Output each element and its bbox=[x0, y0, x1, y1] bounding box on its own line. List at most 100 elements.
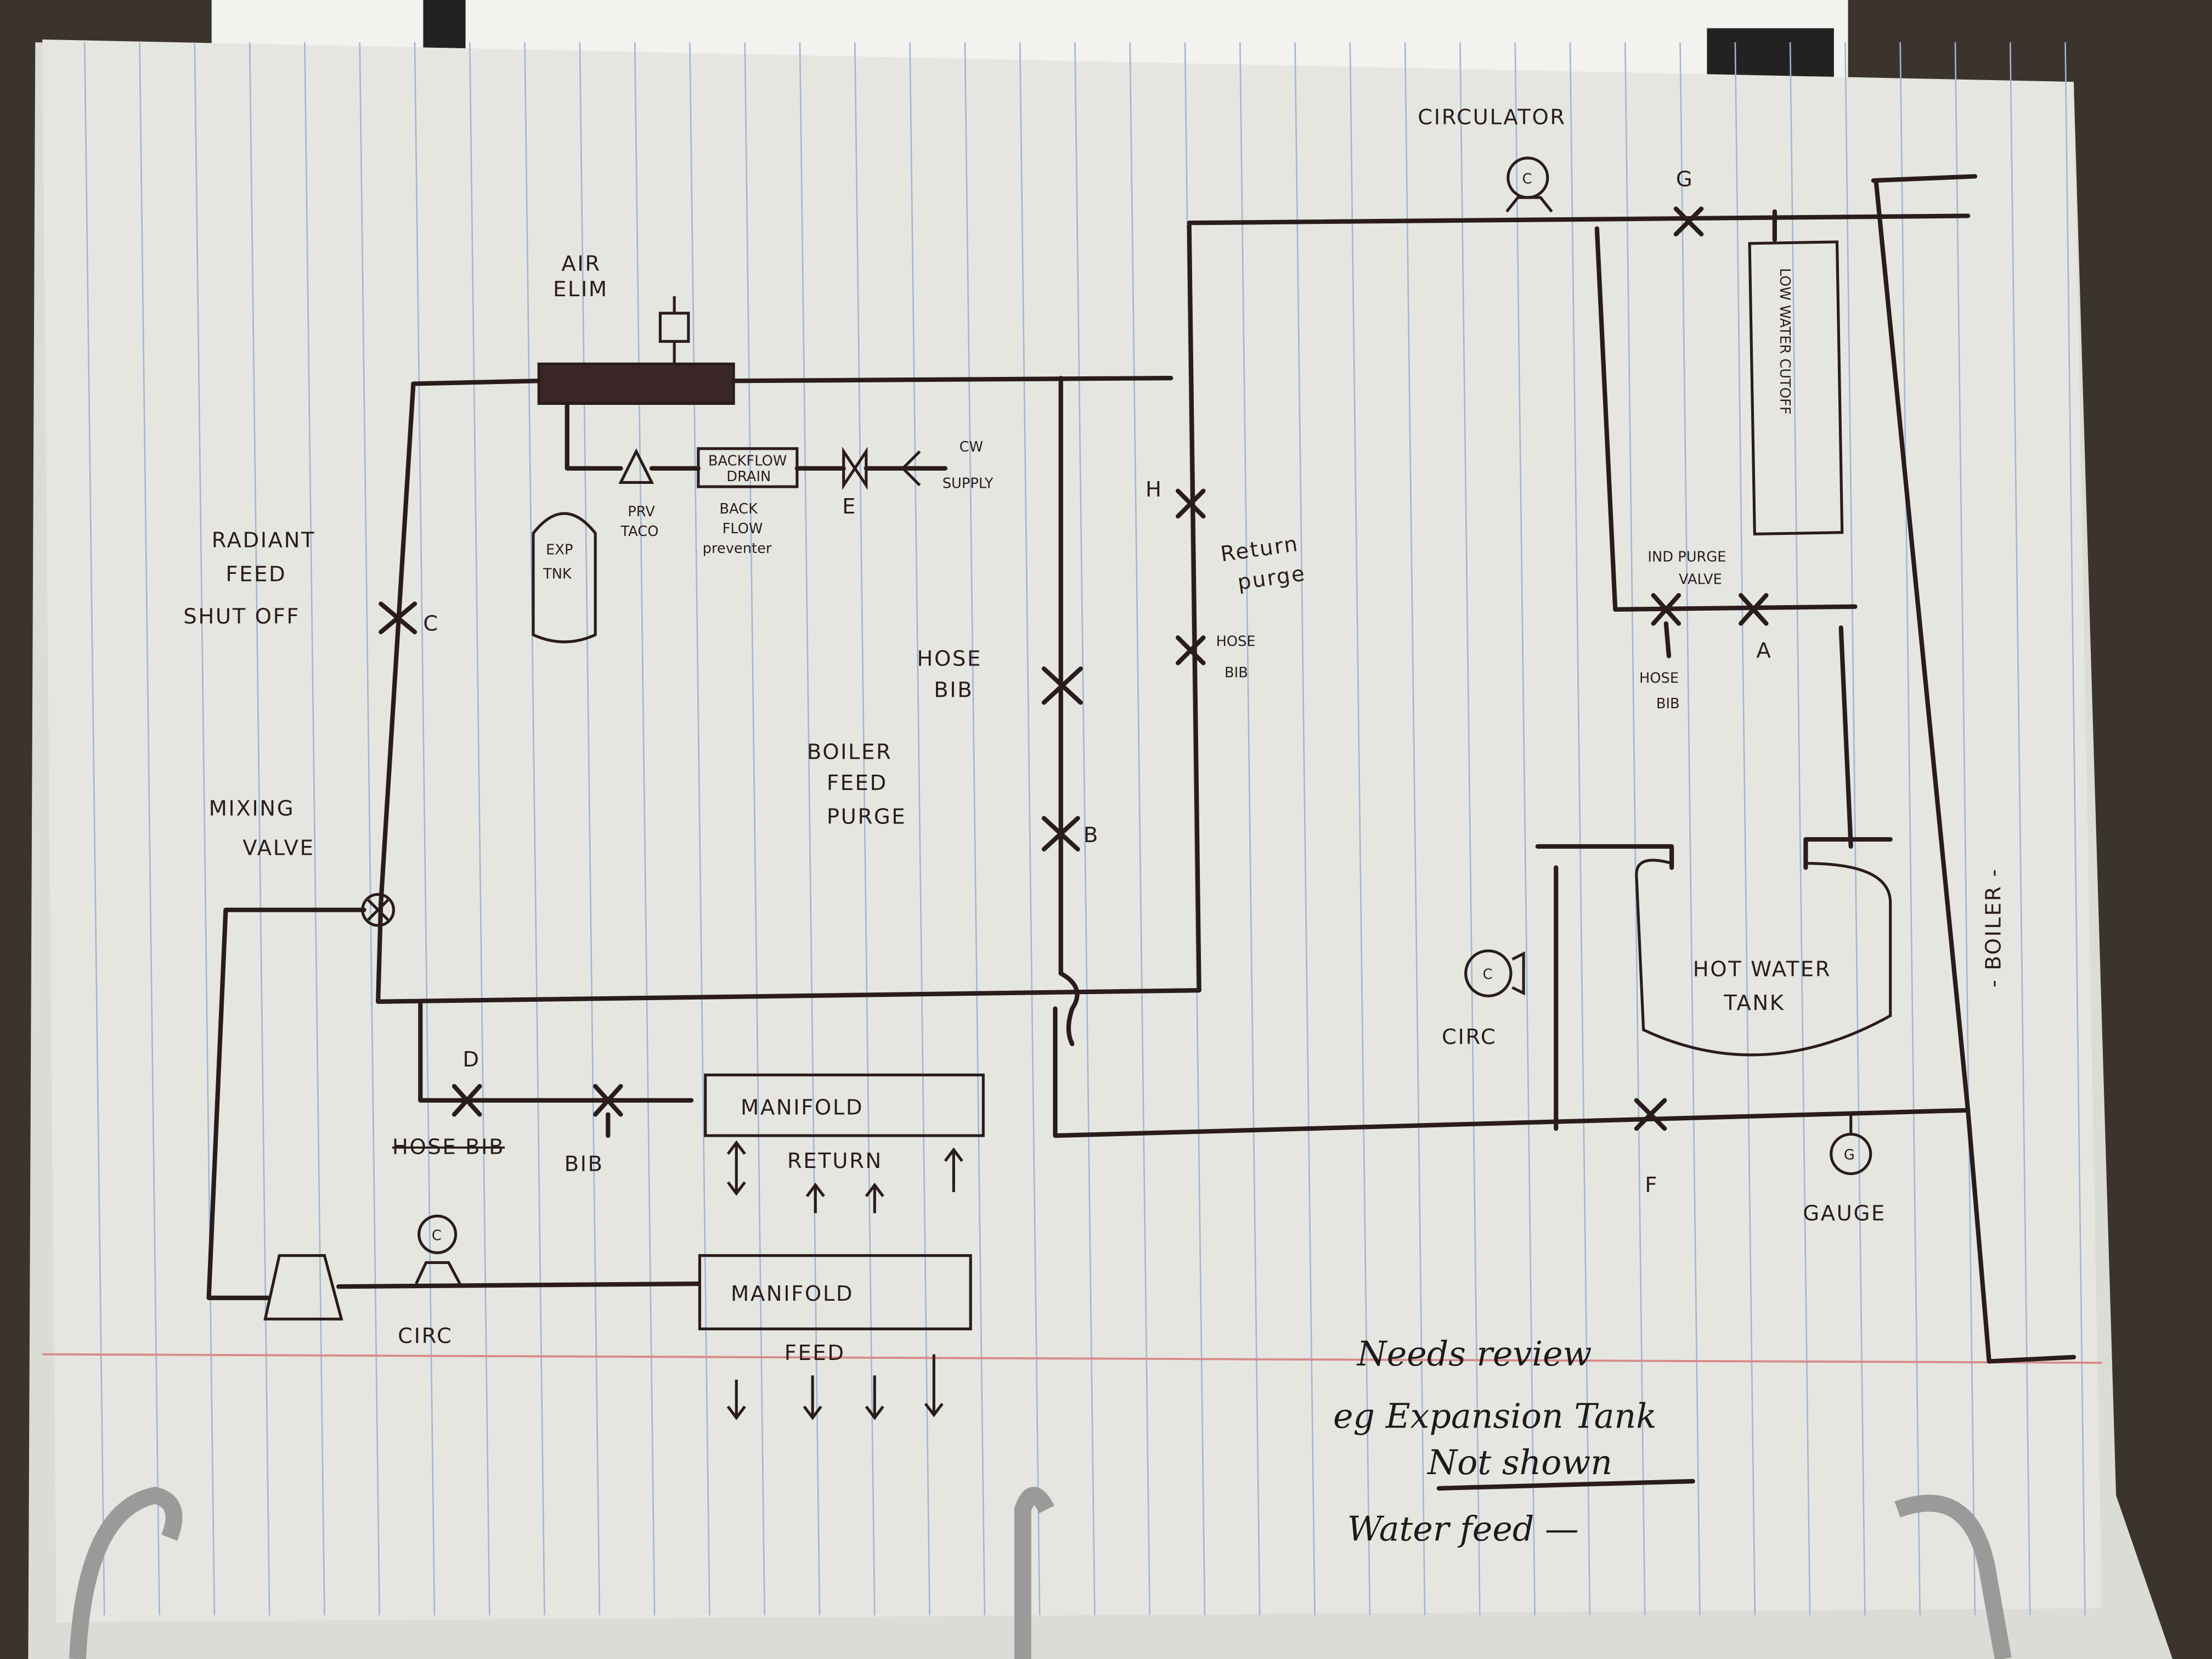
hose-bib-crossed-label: HOSE BIB bbox=[392, 1135, 505, 1159]
paper-rule-line bbox=[1844, 42, 1866, 1616]
boiler-outline bbox=[1871, 174, 2076, 1364]
backflow-drain-label-2: DRAIN bbox=[726, 469, 771, 485]
hose-bib-left-label-2: BIB bbox=[934, 678, 973, 702]
note-line-1: Needs review bbox=[1356, 1334, 1592, 1374]
valve-g-label: G bbox=[1676, 167, 1694, 191]
gate-valve-e-icon bbox=[842, 447, 868, 490]
valve-c-x-icon bbox=[379, 601, 417, 635]
exp-tank-label-1: EXP bbox=[546, 542, 573, 558]
paper-rule-line bbox=[1404, 42, 1426, 1616]
hose-bib-left-label-1: HOSE bbox=[917, 647, 981, 672]
circulator-symbol: C bbox=[1522, 171, 1532, 187]
manifold-feed-box bbox=[698, 1254, 972, 1330]
gauge-label: GAUGE bbox=[1803, 1201, 1886, 1226]
paper-rule-line bbox=[84, 42, 105, 1616]
paper-rule-line bbox=[634, 42, 656, 1616]
hose-bib-mid-valve-icon bbox=[1176, 635, 1206, 665]
hose-bib-right-label-1: HOSE bbox=[1639, 670, 1679, 687]
mixing-valve-label-1: MIXING bbox=[209, 796, 295, 821]
backflow-preventer-icon bbox=[697, 447, 799, 488]
valve-b-x-icon bbox=[1041, 816, 1080, 852]
paper-rule-line bbox=[304, 42, 325, 1616]
boiler-feed-purge-label-2: FEED bbox=[827, 771, 888, 795]
radiant-feed-label-1: RADIANT bbox=[212, 528, 315, 553]
paper-rule-line bbox=[854, 42, 876, 1616]
paper-rule-line bbox=[1789, 42, 1811, 1616]
binder-ring-left bbox=[69, 1486, 183, 1659]
boiler-feed-purge-label-1: BOILER bbox=[807, 740, 893, 764]
paper-rule-line bbox=[249, 42, 270, 1616]
margin-line bbox=[42, 1353, 2102, 1364]
valve-d-x-icon bbox=[452, 1084, 482, 1117]
binder-ring-right bbox=[1894, 1494, 2012, 1659]
circulator-right-icon: C bbox=[1464, 949, 1525, 998]
circ-right-label: CIRC bbox=[1442, 1025, 1497, 1049]
bib-label: BIB bbox=[565, 1152, 604, 1176]
paper-rule-line bbox=[1129, 42, 1150, 1616]
valve-a-x-icon bbox=[1739, 593, 1769, 626]
valve-f-x-icon bbox=[1634, 1098, 1667, 1131]
return-arrows-icon bbox=[726, 1140, 963, 1214]
paper-rule-line bbox=[2010, 42, 2031, 1616]
paper-rule-line bbox=[909, 42, 930, 1616]
low-water-cutoff-label: LOW WATER CUTOFF bbox=[1776, 268, 1793, 415]
valve-b-label: B bbox=[1084, 823, 1099, 848]
paper-rule-line bbox=[1624, 42, 1646, 1616]
paper-rule-line bbox=[1019, 42, 1041, 1616]
hose-bib-right-label-2: BIB bbox=[1656, 696, 1680, 712]
mixing-valve-icon bbox=[361, 893, 396, 927]
paper-rule-line bbox=[524, 42, 545, 1616]
paper-rule-line bbox=[579, 42, 601, 1616]
heat-exchanger-icon bbox=[263, 1254, 343, 1321]
paper-rule-line bbox=[1459, 42, 1481, 1616]
exp-tank-label-2: TNK bbox=[543, 566, 572, 582]
circulator-left-icon: C bbox=[415, 1215, 461, 1285]
prv-label-2: TACO bbox=[620, 523, 658, 540]
paper-rule-line bbox=[744, 42, 765, 1616]
valve-d-label: D bbox=[462, 1047, 480, 1072]
feed-label: FEED bbox=[785, 1341, 845, 1365]
valve-f-label: F bbox=[1645, 1173, 1658, 1198]
hose-bib-mid-label-1: HOSE bbox=[1216, 634, 1256, 650]
manifold-return-label: MANIFOLD bbox=[741, 1095, 864, 1120]
note-line-2: eg Expansion Tank bbox=[1333, 1396, 1657, 1436]
valve-e-label: E bbox=[842, 494, 857, 519]
backflow-drain-label-1: BACKFLOW bbox=[708, 453, 787, 470]
backflow-preventer-label-1: BACK bbox=[719, 501, 758, 517]
air-eliminator-icon bbox=[537, 362, 735, 405]
feed-arrows-icon bbox=[726, 1354, 944, 1420]
bib-valve-icon bbox=[593, 1084, 623, 1138]
circulator-left-symbol: C bbox=[432, 1227, 442, 1244]
hose-bib-right-valve-icon bbox=[1651, 593, 1681, 658]
paper-rule-line bbox=[1734, 42, 1756, 1616]
paper-rule-line bbox=[964, 42, 986, 1616]
boiler-feed-purge-label-3: PURGE bbox=[827, 805, 906, 830]
radiant-feed-label-3: SHUT OFF bbox=[183, 605, 300, 629]
ind-purge-valve-label-1: IND PURGE bbox=[1647, 549, 1726, 565]
air-elim-label-1: AIR bbox=[561, 252, 601, 276]
binder-ring-center bbox=[1014, 1487, 1054, 1659]
backflow-preventer-label-3: preventer bbox=[703, 540, 772, 557]
paper-rule-line bbox=[1899, 42, 1921, 1616]
paper-rule-line bbox=[1679, 42, 1701, 1616]
notebook-paper bbox=[42, 40, 2102, 1623]
hose-bib-left-valve-icon bbox=[1041, 666, 1083, 705]
gauge-symbol: G bbox=[1844, 1147, 1855, 1164]
document-block bbox=[423, 0, 466, 57]
pipes-left-loop bbox=[206, 376, 1201, 1300]
gauge-icon: G bbox=[1830, 1114, 1872, 1175]
air-elim-label-2: ELIM bbox=[553, 277, 608, 302]
paper-rule-line bbox=[1239, 42, 1261, 1616]
circ-left-label: CIRC bbox=[398, 1324, 453, 1348]
ind-purge-valve-label-2: VALVE bbox=[1679, 572, 1722, 588]
note-line-4: Water feed — bbox=[1347, 1509, 1579, 1549]
paper-rule-lines bbox=[84, 42, 2086, 1616]
paper-rule-line bbox=[1514, 42, 1536, 1616]
paper-rule-line bbox=[1074, 42, 1096, 1616]
backflow-preventer-label-2: FLOW bbox=[723, 521, 763, 537]
hot-water-tank-label-1: HOT WATER bbox=[1693, 957, 1831, 981]
circulator-label: CIRCULATOR bbox=[1418, 105, 1566, 129]
paper-rule-line bbox=[414, 42, 436, 1616]
valve-c-label: C bbox=[423, 611, 439, 636]
